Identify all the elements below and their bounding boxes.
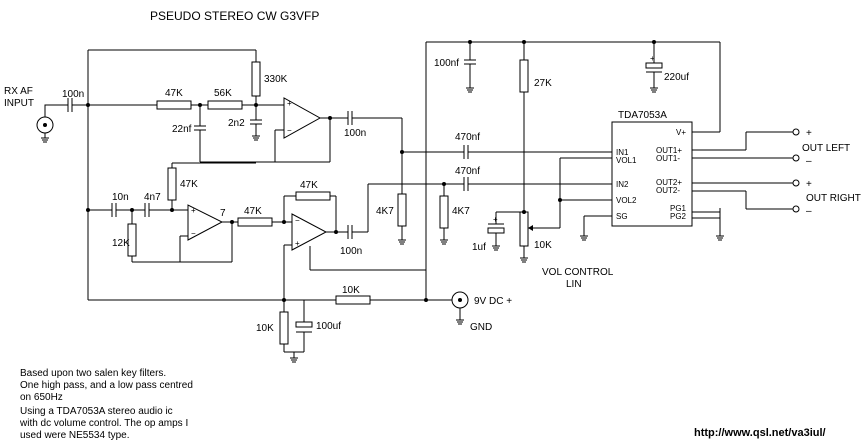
resistor-47k-upper xyxy=(156,100,192,110)
cap-22nf-label: 22nf xyxy=(172,124,192,135)
ic-tda7053a xyxy=(611,121,693,227)
svg-text:−: − xyxy=(191,229,196,238)
input-label-line2: INPUT xyxy=(4,98,34,109)
resistor-330k-label: 330K xyxy=(264,74,288,85)
svg-text:−: − xyxy=(295,216,300,225)
vol-control-label-1: VOL CONTROL xyxy=(542,267,614,278)
cap-470nf-a-label: 470nf xyxy=(455,132,480,143)
resistor-56k-label: 56K xyxy=(214,88,232,99)
source-url: http://www.qsl.net/va3iul/ xyxy=(694,427,826,439)
opamp-1: + − xyxy=(283,97,322,139)
pot-10k-label: 10K xyxy=(534,240,552,251)
cap-100nf-top-label: 100nf xyxy=(434,58,459,69)
ic-pin-pg2: PG2 xyxy=(670,212,687,221)
vol-control-label-2: LIN xyxy=(566,279,582,290)
ic-pin-vol1: VOL1 xyxy=(616,156,637,165)
out-right-label: OUT RIGHT xyxy=(806,193,861,204)
cap-out2-label: 100n xyxy=(340,246,362,257)
terminal-left-plus xyxy=(792,128,800,136)
out-right-minus-label: – xyxy=(806,206,812,217)
cap-out1-label: 100n xyxy=(344,128,366,139)
svg-text:−: − xyxy=(287,126,292,135)
resistor-4k7-a xyxy=(397,193,407,227)
resistor-47k-upper-label: 47K xyxy=(165,88,183,99)
ic-pin-vol2: VOL2 xyxy=(616,196,637,205)
note-line-3: on 650Hz xyxy=(20,392,63,403)
resistor-47k-hp-label: 47K xyxy=(180,179,198,190)
resistor-10k-supply xyxy=(335,295,371,305)
ic-name: TDA7053A xyxy=(618,110,667,121)
svg-text:+: + xyxy=(287,99,292,108)
note-line-4: Using a TDA7053A stereo audio ic xyxy=(20,406,173,417)
cap-220uf-plus: + xyxy=(650,54,655,63)
terminal-left-minus xyxy=(792,154,800,162)
resistor-10k-supply-label: 10K xyxy=(342,285,360,296)
out-right-plus-label: + xyxy=(806,179,812,190)
resistor-330k xyxy=(251,61,261,97)
gnd-label: GND xyxy=(470,322,492,333)
diagram-title: PSEUDO STEREO CW G3VFP xyxy=(150,9,319,23)
resistor-27k xyxy=(519,59,529,93)
ic-pin-out1p: OUT1+ xyxy=(656,146,682,155)
ic-pin-in1: IN1 xyxy=(616,148,629,157)
svg-text:+: + xyxy=(191,206,196,215)
note-line-6: used were NE5534 type. xyxy=(20,430,130,441)
out-left-label: OUT LEFT xyxy=(802,143,850,154)
resistor-47k-hp xyxy=(167,167,177,201)
note-line-1: Based upon two salen key filters. xyxy=(20,368,166,379)
resistor-12k-label: 12K xyxy=(112,238,130,249)
note-line-2: One high pass, and a low pass centred xyxy=(20,380,193,391)
ic-pin-out2m: OUT2- xyxy=(656,186,680,195)
resistor-10k-divider-label: 10K xyxy=(256,323,274,334)
ic-pin-out1m: OUT1- xyxy=(656,154,680,163)
cap-220uf-label: 220uf xyxy=(664,72,689,83)
opamp-2: + − xyxy=(187,204,224,241)
pin-7-label: 7 xyxy=(220,208,226,219)
resistor-27k-label: 27K xyxy=(534,78,552,89)
ic-pin-pg1: PG1 xyxy=(670,204,687,213)
resistor-4k7-b-label: 4K7 xyxy=(452,206,470,217)
resistor-4k7-b xyxy=(439,195,449,229)
pot-10k xyxy=(519,211,529,247)
cap-470nf-b-label: 470nf xyxy=(455,166,480,177)
cap-1uf-plus: + xyxy=(493,215,498,224)
cap-1uf-label: 1uf xyxy=(472,242,486,253)
out-left-plus-label: + xyxy=(806,128,812,139)
ic-pin-out2p: OUT2+ xyxy=(656,178,682,187)
input-jack xyxy=(36,116,54,143)
dc-input-jack xyxy=(451,291,469,325)
resistor-56k xyxy=(207,100,243,110)
resistor-47k-mid xyxy=(237,217,273,227)
ic-pin-vplus: V+ xyxy=(676,128,686,137)
cap-4n7-label: 4n7 xyxy=(144,192,161,203)
terminal-right-minus xyxy=(792,205,800,213)
cap-2n2-label: 2n2 xyxy=(228,118,245,129)
resistor-47k-feedback-label: 47K xyxy=(300,180,318,191)
supply-label: 9V DC + xyxy=(474,296,512,307)
terminal-right-plus xyxy=(792,179,800,187)
cap-input-label: 100n xyxy=(62,89,84,100)
cap-100uf-label: 100uf xyxy=(316,321,341,332)
ic-pin-sg: SG xyxy=(616,212,628,221)
out-left-minus-label: – xyxy=(806,156,812,167)
ic-pin-in2: IN2 xyxy=(616,180,629,189)
cap-10n-label: 10n xyxy=(112,192,129,203)
opamp-3: − + xyxy=(291,213,328,251)
resistor-4k7-a-label: 4K7 xyxy=(376,206,394,217)
note-line-5: with dc volume control. The op amps I xyxy=(19,418,188,429)
resistor-47k-mid-label: 47K xyxy=(244,206,262,217)
resistor-47k-feedback xyxy=(295,191,331,201)
resistor-10k-divider xyxy=(279,311,289,345)
input-label-line1: RX AF xyxy=(4,86,33,97)
svg-text:+: + xyxy=(295,239,300,248)
